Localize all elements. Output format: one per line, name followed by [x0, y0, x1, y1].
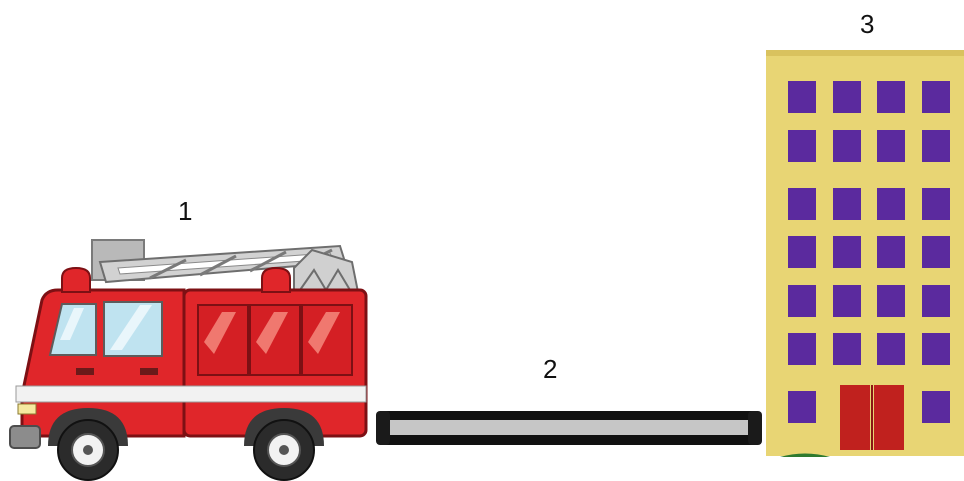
window	[922, 130, 950, 162]
window	[788, 130, 816, 162]
window	[877, 236, 905, 268]
window	[877, 130, 905, 162]
window	[922, 81, 950, 113]
window	[788, 188, 816, 220]
window	[833, 285, 861, 317]
window	[833, 236, 861, 268]
window	[788, 236, 816, 268]
window	[833, 333, 861, 365]
rear-wheel	[254, 420, 314, 480]
window	[788, 81, 816, 113]
window	[877, 81, 905, 113]
window	[922, 236, 950, 268]
window	[788, 391, 816, 423]
window	[833, 81, 861, 113]
hose-label: 2	[543, 356, 557, 382]
window	[788, 285, 816, 317]
window	[877, 188, 905, 220]
window	[922, 391, 950, 423]
fire-truck-icon	[10, 240, 366, 480]
truck-label: 1	[178, 198, 192, 224]
window	[922, 285, 950, 317]
window	[788, 333, 816, 365]
front-wheel	[58, 420, 118, 480]
window	[877, 285, 905, 317]
hose-icon	[376, 411, 762, 445]
building-icon	[766, 50, 964, 457]
window	[922, 188, 950, 220]
window	[922, 333, 950, 365]
window	[877, 333, 905, 365]
window	[833, 188, 861, 220]
window	[833, 130, 861, 162]
building-label: 3	[860, 11, 874, 37]
